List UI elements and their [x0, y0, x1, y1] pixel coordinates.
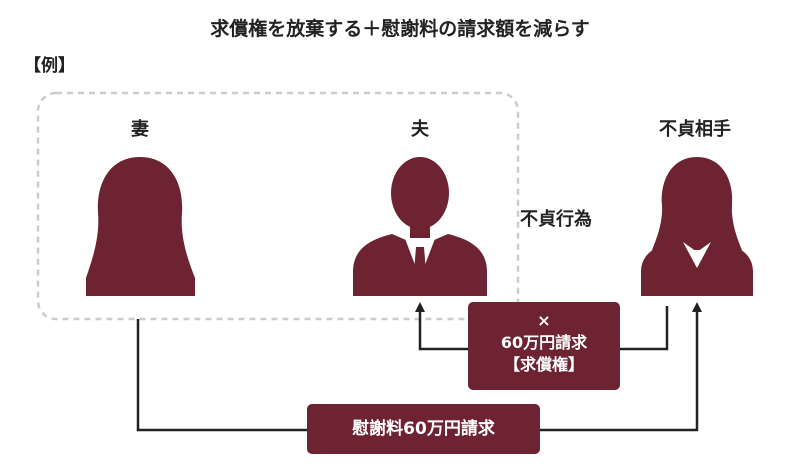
- couple-group-box: [36, 91, 520, 321]
- wife-icon: [86, 157, 195, 296]
- partner-label: 不貞相手: [659, 119, 731, 140]
- page-title: 求償権を放棄する＋慰謝料の請求額を減らす: [210, 18, 590, 40]
- affair-label: 不貞行為: [520, 209, 592, 230]
- claim-amount-text: 60万円請求: [500, 333, 588, 352]
- wife-label: 妻: [131, 119, 149, 140]
- husband-label: 夫: [411, 119, 429, 140]
- indemnity-claim-box: × 60万円請求 【求償権】: [468, 302, 620, 390]
- cross-mark: ×: [537, 311, 551, 330]
- damages-claim-box: 慰謝料60万円請求: [307, 404, 540, 454]
- example-label: 【例】: [24, 56, 75, 76]
- husband-icon: [353, 157, 487, 296]
- partner-icon: [641, 157, 753, 296]
- claim-type-text: 【求償権】: [503, 355, 584, 374]
- damages-claim-text: 慰謝料60万円請求: [352, 419, 495, 439]
